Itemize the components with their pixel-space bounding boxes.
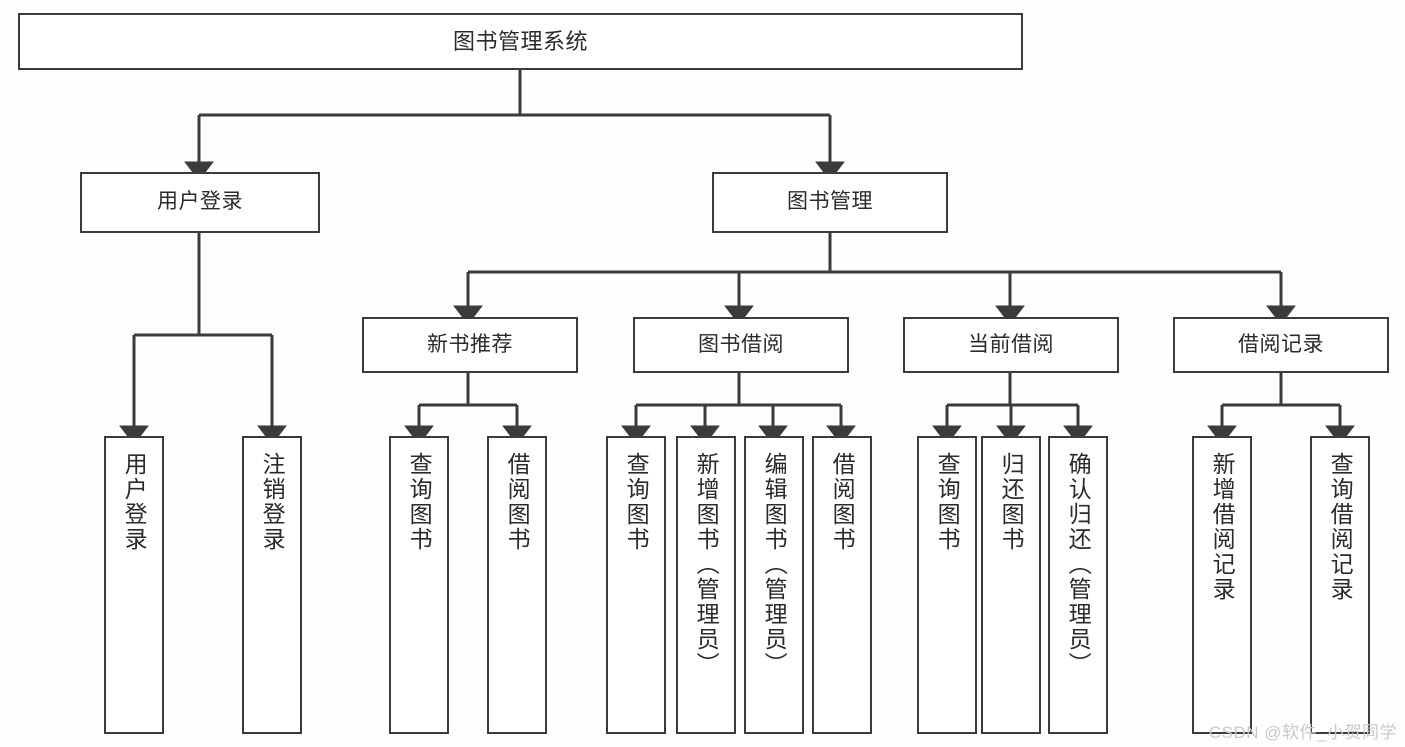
node-leaf-query-record-label: 查询借阅记录 (1327, 452, 1354, 602)
node-leaf-edit-book-admin[interactable]: 编辑图书（管理员） (744, 436, 804, 734)
node-leaf-add-record-label: 新增借阅记录 (1209, 452, 1236, 602)
node-new-book-rec-label: 新书推荐 (427, 332, 513, 356)
node-user-login-label: 用户登录 (157, 190, 243, 214)
node-borrow-record-label: 借阅记录 (1238, 332, 1324, 356)
node-leaf-edit-book-admin-label: 编辑图书（管理员） (761, 452, 788, 677)
node-leaf-query-record[interactable]: 查询借阅记录 (1310, 436, 1370, 734)
node-leaf-query-book-2[interactable]: 查询图书 (606, 436, 666, 734)
node-book-manage-label: 图书管理 (787, 190, 873, 214)
node-leaf-logout[interactable]: 注销登录 (242, 436, 302, 734)
node-leaf-query-book-1-label: 查询图书 (406, 452, 433, 552)
node-current-borrow-label: 当前借阅 (968, 332, 1054, 356)
node-leaf-add-book-admin-label: 新增图书（管理员） (693, 452, 720, 677)
node-borrow-record[interactable]: 借阅记录 (1173, 317, 1389, 373)
node-leaf-user-login-label: 用户登录 (121, 452, 148, 552)
node-current-borrow[interactable]: 当前借阅 (903, 317, 1119, 373)
node-leaf-add-record[interactable]: 新增借阅记录 (1192, 436, 1252, 734)
node-root-label: 图书管理系统 (452, 28, 588, 54)
node-leaf-borrow-book-2[interactable]: 借阅图书 (812, 436, 872, 734)
node-user-login[interactable]: 用户登录 (80, 172, 320, 233)
node-leaf-borrow-book-1-label: 借阅图书 (504, 452, 531, 552)
node-leaf-add-book-admin[interactable]: 新增图书（管理员） (676, 436, 736, 734)
node-book-borrow[interactable]: 图书借阅 (633, 317, 849, 373)
node-leaf-borrow-book-2-label: 借阅图书 (829, 452, 856, 552)
node-leaf-return-book[interactable]: 归还图书 (981, 436, 1041, 734)
node-new-book-rec[interactable]: 新书推荐 (362, 317, 578, 373)
node-leaf-user-login[interactable]: 用户登录 (104, 436, 164, 734)
node-root[interactable]: 图书管理系统 (18, 13, 1023, 70)
node-leaf-query-book-3[interactable]: 查询图书 (917, 436, 977, 734)
node-leaf-query-book-1[interactable]: 查询图书 (389, 436, 449, 734)
node-leaf-confirm-return-admin-label: 确认归还（管理员） (1065, 452, 1092, 677)
node-book-borrow-label: 图书借阅 (698, 332, 784, 356)
node-leaf-logout-label: 注销登录 (259, 452, 286, 552)
node-leaf-query-book-2-label: 查询图书 (623, 452, 650, 552)
watermark: CSDN @软件_小贺同学 (1208, 723, 1397, 742)
node-leaf-return-book-label: 归还图书 (998, 452, 1025, 552)
node-leaf-query-book-3-label: 查询图书 (934, 452, 961, 552)
node-book-manage[interactable]: 图书管理 (712, 172, 948, 233)
node-leaf-borrow-book-1[interactable]: 借阅图书 (487, 436, 547, 734)
node-leaf-confirm-return-admin[interactable]: 确认归还（管理员） (1048, 436, 1108, 734)
